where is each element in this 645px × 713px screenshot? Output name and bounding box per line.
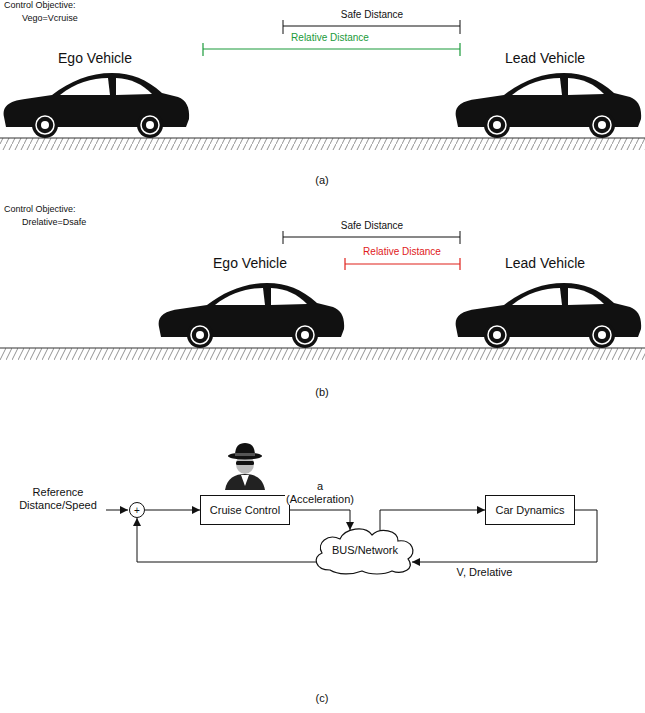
signal-label: V, Drelative xyxy=(456,566,514,579)
annotation-label: Lead Vehicle xyxy=(505,255,585,271)
annotation-label: Ego Vehicle xyxy=(213,255,287,271)
annotation-label: Relative Distance xyxy=(291,32,369,44)
annotation-label: Lead Vehicle xyxy=(505,50,585,66)
signal-arrow xyxy=(290,510,350,530)
node-text: BUS/Network xyxy=(332,544,398,556)
ground xyxy=(0,138,645,150)
annotation-label: Safe Distance xyxy=(341,220,403,232)
relative-distance-dimension xyxy=(345,258,460,270)
lead-car xyxy=(456,73,642,138)
annotation-label: Drelative=Dsafe xyxy=(22,217,86,227)
annotation-label: Vego=Vcruise xyxy=(22,13,78,23)
safe-distance-dimension xyxy=(283,20,460,34)
hacker-icon xyxy=(225,443,265,490)
ground xyxy=(0,348,645,360)
signal-arrow xyxy=(380,510,485,530)
network-cloud: BUS/Network xyxy=(310,525,420,575)
annotation-label: Relative Distance xyxy=(363,246,441,258)
annotation-label: Ego Vehicle xyxy=(58,50,132,66)
relative-distance-dimension xyxy=(203,43,460,56)
panel-label: (b) xyxy=(315,386,328,399)
panel-label: (c) xyxy=(316,692,329,705)
input-label: Reference Distance/Speed xyxy=(19,486,97,511)
annotation-label: Safe Distance xyxy=(341,9,403,21)
node-text: + xyxy=(134,505,140,516)
annotation-label: Control Objective: xyxy=(4,204,76,214)
annotation-label: Control Objective: xyxy=(4,0,76,10)
reference-arrow xyxy=(106,510,128,511)
plant-box: Car Dynamics xyxy=(485,495,575,525)
safe-distance-dimension xyxy=(283,231,460,244)
ego-car xyxy=(159,283,345,348)
signal-arrow xyxy=(145,510,200,511)
controller-box: Cruise Control xyxy=(200,495,290,525)
ego-car xyxy=(4,73,190,138)
summing-junction: + xyxy=(129,502,145,518)
node-text: Car Dynamics xyxy=(495,504,564,516)
signal-label: a (Acceleration) xyxy=(285,480,355,505)
node-text: Cruise Control xyxy=(210,504,280,516)
panel-label: (a) xyxy=(315,174,328,187)
lead-car xyxy=(456,283,642,348)
